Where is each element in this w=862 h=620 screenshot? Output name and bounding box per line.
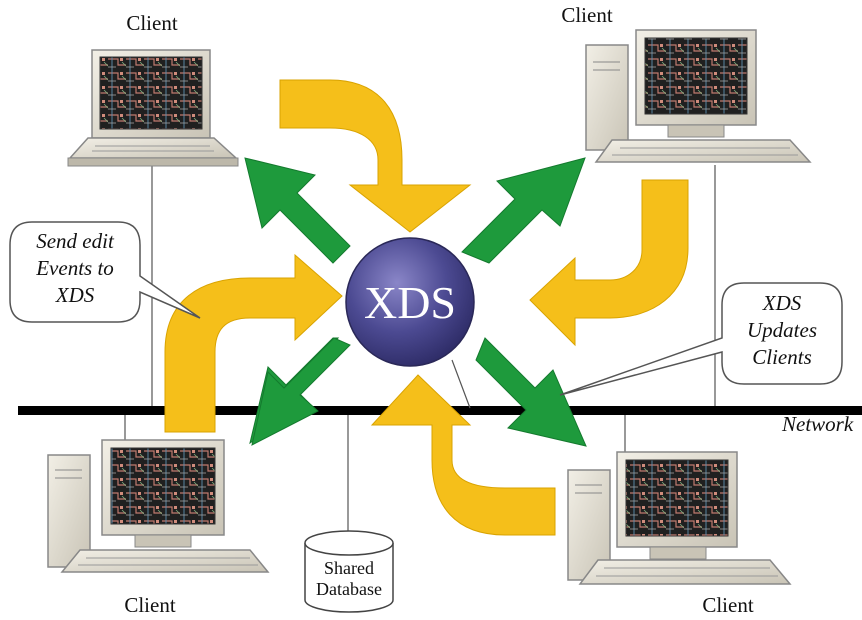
callout-right-line3: Clients	[752, 345, 812, 369]
green-arrow-top-right	[461, 157, 586, 264]
callout-left-line1: Send edit	[36, 229, 115, 253]
xds-node: XDS	[345, 237, 475, 367]
client-top-left	[67, 49, 239, 167]
callout-send-edit-events: Send edit Events to XDS	[9, 221, 201, 323]
green-arrow-bottom-left	[249, 337, 351, 446]
yellow-arrow-bottom	[370, 374, 556, 536]
callout-left-line3: XDS	[55, 283, 95, 307]
callout-right-line1: XDS	[762, 291, 802, 315]
client-label-top-right: Client	[561, 3, 612, 27]
xds-label: XDS	[364, 277, 456, 328]
client-bottom-left	[47, 439, 270, 573]
callout-xds-updates-clients: XDS Updates Clients	[451, 282, 843, 409]
callout-left-line2: Events to	[35, 256, 114, 280]
client-label-top-left: Client	[126, 11, 177, 35]
green-arrow-bottom-right	[475, 337, 587, 447]
yellow-arrow-left	[164, 253, 343, 433]
client-label-bottom-right: Client	[702, 593, 753, 617]
client-top-right	[585, 29, 812, 163]
green-arrow-top-left	[244, 157, 351, 264]
database-label-line2: Database	[316, 579, 382, 599]
network-label: Network	[781, 412, 854, 436]
client-label-bottom-left: Client	[124, 593, 175, 617]
shared-database: Shared Database	[304, 530, 394, 613]
yellow-arrow-top	[279, 79, 472, 233]
database-label-line1: Shared	[324, 558, 374, 578]
callout-right-line2: Updates	[747, 318, 817, 342]
yellow-arrow-right	[529, 179, 689, 347]
client-bottom-right	[567, 451, 792, 585]
